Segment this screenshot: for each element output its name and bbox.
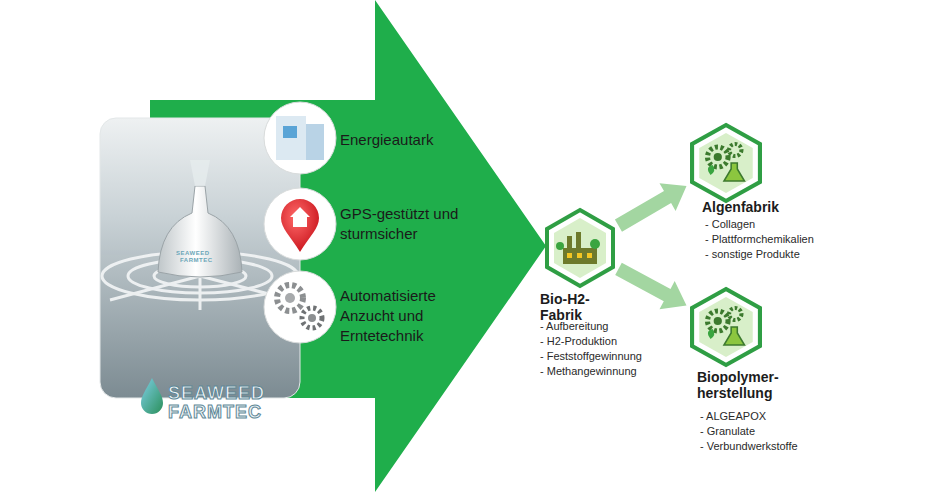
feature-icon	[264, 271, 336, 343]
flask	[724, 327, 745, 345]
building	[276, 116, 306, 160]
list-item: - Granulate	[700, 424, 755, 439]
list-item: - sonstige Produkte	[705, 247, 800, 262]
feature-icon	[264, 188, 336, 260]
spoke	[199, 276, 202, 310]
flask	[724, 163, 745, 181]
icon-circle	[264, 188, 336, 260]
list-item: - Verbundwerkstoffe	[700, 439, 798, 454]
tree	[556, 242, 564, 250]
sea	[100, 118, 300, 398]
gear	[729, 308, 741, 320]
list-item: - Collagen	[705, 217, 755, 232]
icon-circle	[264, 102, 336, 174]
gear	[707, 311, 728, 331]
device-logo: FARMTEC	[180, 257, 213, 264]
hexagon-shape	[690, 287, 762, 367]
hexagon-outline	[692, 125, 760, 201]
node-heading: Bio-H2-Fabrik	[540, 291, 615, 323]
tree	[590, 239, 600, 249]
factory-body	[563, 248, 597, 264]
node-heading: Biopolymer- herstellung	[697, 369, 793, 401]
window	[577, 253, 582, 258]
list-item: - Aufbereitung	[540, 319, 609, 334]
photo-frame	[100, 118, 300, 398]
process-hexagon: Biopolymer- herstellung- ALGEAPOX- Granu…	[690, 287, 762, 367]
logo-drop	[141, 378, 163, 414]
device-top	[190, 160, 210, 186]
photo	[100, 118, 300, 398]
feature-label: Energieautark	[340, 130, 480, 150]
device-logo: SEAWEED	[176, 250, 210, 257]
icon-circle	[264, 271, 336, 343]
gear	[729, 144, 741, 156]
logo-text: FARMTEC	[168, 403, 262, 422]
feature-label: Automatisierte Anzucht und Erntetechnik	[340, 286, 470, 346]
hexagon-inner	[699, 133, 752, 193]
hexagon-shape	[690, 123, 762, 203]
feature-label: GPS-gestützt und sturmsicher	[340, 204, 470, 244]
big-arrow	[150, 0, 546, 492]
node-heading: Algenfabrik	[702, 199, 779, 215]
process-hexagon: Bio-H2-Fabrik- Aufbereitung- H2-Produkti…	[545, 208, 615, 288]
logo-text: SEAWEED	[168, 384, 265, 403]
block-arrow	[615, 183, 687, 232]
hexagon-outline	[692, 289, 760, 365]
hexagon-inner	[699, 297, 752, 357]
block-arrow	[615, 263, 686, 310]
window	[587, 253, 592, 258]
window	[567, 253, 572, 258]
feature-icon	[264, 102, 336, 174]
list-item: - Plattformchemikalien	[705, 232, 814, 247]
window	[283, 126, 297, 138]
leaf	[708, 165, 714, 175]
gear-hub	[285, 293, 295, 303]
list-item: - ALGEAPOX	[700, 409, 766, 424]
gear-hub	[308, 314, 316, 322]
gear-hub	[714, 317, 722, 325]
list-item: - H2-Produktion	[540, 334, 617, 349]
leaf	[708, 329, 714, 339]
gear	[302, 308, 322, 328]
gear-hub	[714, 153, 722, 161]
gear	[707, 147, 728, 167]
farm-device	[158, 186, 242, 277]
list-item: - Methangewinnung	[540, 364, 637, 379]
hexagon-shape	[545, 208, 615, 288]
chimney	[576, 232, 581, 250]
hexagon-inner	[554, 218, 606, 278]
gear	[277, 285, 303, 311]
process-hexagon: Algenfabrik- Collagen- Plattformchemikal…	[690, 123, 762, 203]
hexagon-outline	[547, 210, 613, 286]
map-pin	[281, 199, 319, 252]
house	[290, 207, 310, 227]
chimney	[567, 236, 572, 250]
list-item: - Feststoffgewinnung	[540, 349, 642, 364]
building	[306, 124, 324, 160]
spoke	[110, 276, 200, 300]
